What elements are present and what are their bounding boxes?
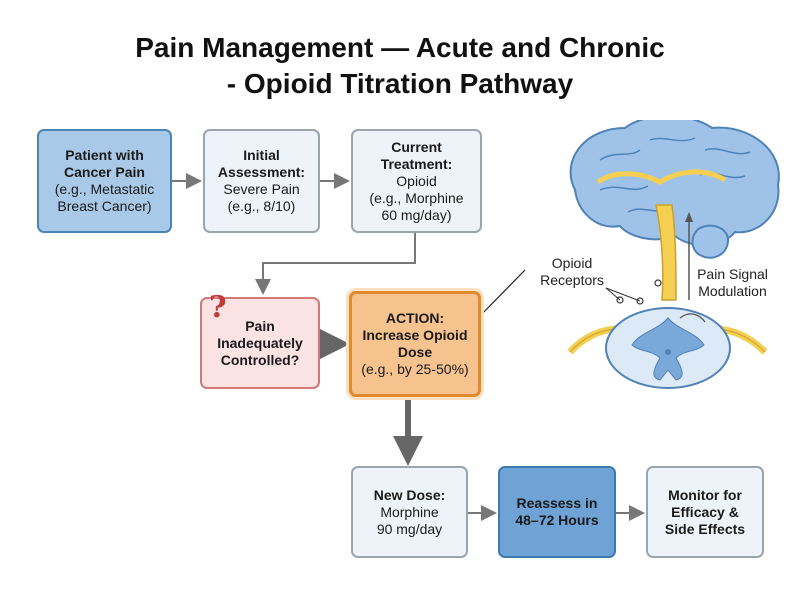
brain-icon — [569, 120, 780, 259]
node-initial-detail-1: Severe Pain — [223, 181, 300, 197]
node-initial-detail-2: (e.g., 8/10) — [227, 198, 296, 214]
node-current-detail-2: (e.g., Morphine — [369, 189, 464, 206]
arrow-current-to-pain — [255, 233, 416, 295]
pointer-action-to-receptors — [477, 269, 526, 319]
node-initial-title-1: Initial — [243, 147, 280, 163]
question-mark-icon: ? — [209, 290, 227, 325]
node-current-detail-1: Opioid — [396, 172, 437, 189]
node-patient: Patient with Cancer Pain (e.g., Metastat… — [37, 129, 172, 233]
node-initial-title-2: Assessment: — [217, 164, 306, 180]
node-pain-title-2: Inadequately — [217, 334, 303, 351]
node-reassess-title-2: 48–72 Hours — [515, 512, 599, 528]
spinal-cord-icon — [655, 204, 693, 301]
node-patient-title-1: Patient with — [65, 147, 144, 163]
opioid-receptors-label: Opioid Receptors — [527, 255, 617, 289]
node-monitor-title-3: Side Effects — [664, 520, 746, 537]
node-patient-detail-2: Breast Cancer) — [57, 198, 152, 214]
node-action-detail: (e.g., by 25-50%) — [361, 361, 469, 377]
node-action: ACTION: Increase Opioid Dose (e.g., by 2… — [349, 291, 481, 397]
node-pain-inadequate: ? Pain Inadequately Controlled? — [200, 290, 320, 389]
node-current-detail-3: 60 mg/day) — [381, 206, 452, 223]
title-line-1: Pain Management — Acute and Chronic — [135, 32, 665, 63]
pain-signal-label-1: Pain Signal — [697, 266, 768, 282]
node-reassess-title-1: Reassess in — [516, 495, 598, 511]
node-action-title-3: Dose — [397, 344, 433, 360]
receptor-dots-icon — [605, 279, 662, 305]
node-monitor: Monitor for Efficacy & Side Effects — [646, 466, 764, 558]
node-newdose-detail-2: 90 mg/day — [376, 520, 443, 537]
node-action-title-1: ACTION: — [385, 310, 445, 326]
node-current-title-2: Treatment: — [380, 155, 453, 172]
title-line-2: - Opioid Titration Pathway — [226, 68, 574, 99]
node-reassess: Reassess in 48–72 Hours — [498, 466, 616, 558]
node-monitor-title-1: Monitor for — [668, 486, 742, 503]
node-initial-assessment: Initial Assessment: Severe Pain (e.g., 8… — [203, 129, 320, 233]
node-monitor-title-2: Efficacy & — [671, 503, 739, 520]
node-action-title-2: Increase Opioid — [362, 327, 468, 343]
node-current-treatment: Current Treatment: Opioid (e.g., Morphin… — [351, 129, 482, 233]
pain-signal-label-2: Modulation — [698, 283, 767, 299]
node-new-dose: New Dose: Morphine 90 mg/day — [351, 466, 468, 558]
brain-spinal-cord-illustration — [567, 120, 780, 389]
node-patient-detail-1: (e.g., Metastatic — [54, 181, 155, 197]
node-patient-title-2: Cancer Pain — [64, 164, 145, 180]
pain-signal-label: Pain Signal Modulation — [680, 266, 785, 300]
node-newdose-title: New Dose: — [373, 486, 446, 503]
node-pain-title-1: Pain — [245, 317, 275, 334]
opioid-receptors-label-1: Opioid — [551, 255, 593, 271]
opioid-receptors-label-2: Receptors — [540, 272, 604, 288]
page-title: Pain Management — Acute and Chronic - Op… — [0, 30, 800, 102]
node-newdose-detail-1: Morphine — [380, 503, 439, 520]
spinal-cord-cross-section-icon — [567, 307, 768, 389]
node-pain-title-3: Controlled? — [220, 351, 300, 368]
node-current-title-1: Current — [391, 138, 442, 155]
